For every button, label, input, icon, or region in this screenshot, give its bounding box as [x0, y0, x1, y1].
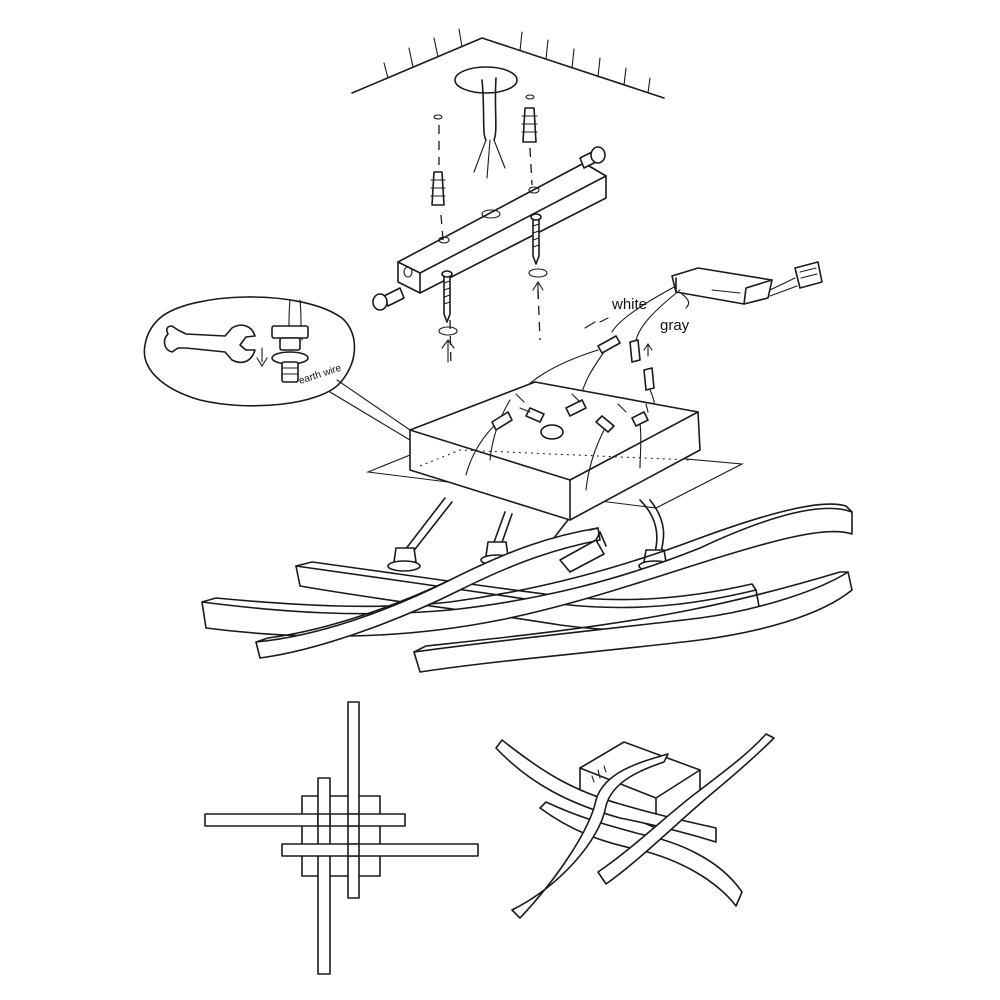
screw-icon [579, 146, 606, 169]
screw-icon [372, 287, 405, 311]
wire-label-gray: gray [660, 317, 690, 334]
ceiling [351, 28, 665, 179]
light-arms-exploded [201, 503, 853, 673]
wall-anchor-icon [521, 94, 538, 143]
wrench-icon [163, 324, 256, 364]
canopy-box [365, 381, 744, 521]
screw-icon [530, 213, 542, 265]
wire-label-white: white [611, 296, 647, 313]
assembled-perspective-view [495, 733, 775, 919]
mounting-bracket [397, 162, 607, 294]
assembled-top-view [204, 701, 479, 975]
arrow-down-icon [256, 347, 268, 368]
earth-wire-label: earth wire [298, 363, 344, 387]
screw-icon [441, 270, 453, 323]
led-driver [671, 261, 823, 309]
detail-magnifier [143, 296, 411, 441]
wall-anchor-icon [430, 114, 446, 206]
arrow-up-icon [528, 268, 548, 299]
arrow-up-icon [438, 326, 458, 363]
